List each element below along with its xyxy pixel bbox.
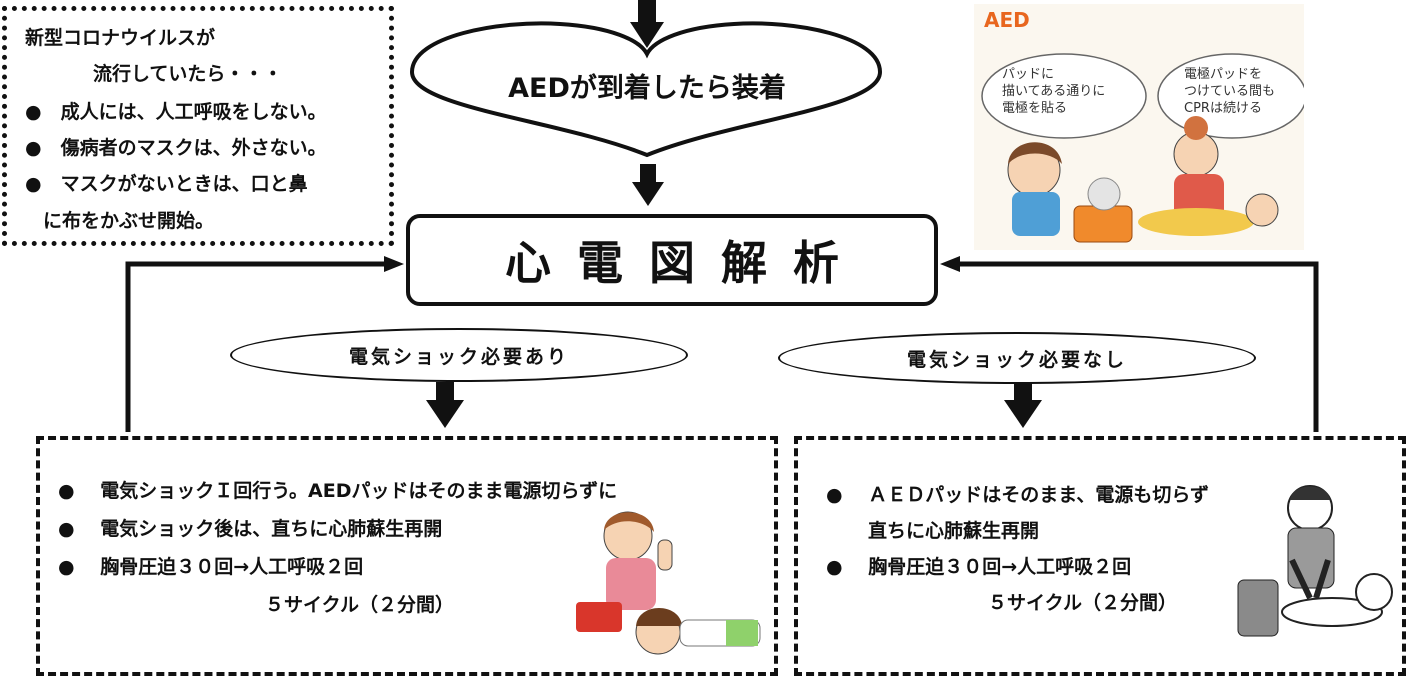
heart-label: AEDが到着したら装着 <box>508 73 786 104</box>
ecg-analysis-label: 心電図解析 <box>505 236 865 290</box>
ecg-analysis-box: 心電図解析 <box>406 214 938 306</box>
shock-arrow-head <box>426 400 464 428</box>
left-loop-arrowhead <box>384 256 404 272</box>
shock-line-2: ● 電気ショック後は、直ちに心肺蘇生再開 <box>58 518 443 540</box>
aed-illustration: AED パッドに 描いてある通りに 電極を貼る 電極パッドを つけている間も C… <box>974 4 1307 250</box>
covid-line-1: 新型コロナウイルスが <box>25 27 216 49</box>
bubble-right-line-3: CPRは続ける <box>1184 101 1262 116</box>
bubble-left-text: パッドに 描いてある通りに 電極を貼る <box>1002 66 1105 117</box>
cpr-illustration <box>1237 485 1393 637</box>
bubble-right-line-2: つけている間も <box>1184 84 1276 99</box>
aed-scene-image <box>974 4 1307 250</box>
noshock-arrow-head <box>1004 400 1042 428</box>
covid-line-5: ● マスクがないときは、口と鼻 <box>25 173 308 195</box>
aed-device <box>1073 205 1133 243</box>
left-loop-line <box>125 261 394 432</box>
girl-body <box>1012 192 1060 236</box>
shock-arrow-shaft <box>436 382 454 402</box>
covid-line-6: に布をかぶせ開始。 <box>43 210 215 232</box>
shock-instructions-box: ● 電気ショックＩ回行う。AEDパッドはそのまま電源切らずに ● 電気ショック後… <box>36 436 778 676</box>
no-shock-line-1: ● ＡＥＤパッドはそのまま、電源も切らず <box>826 484 1210 506</box>
shock-needed-label: 電気ショック必要あり <box>348 345 569 368</box>
bubble-right-line-1: 電極パッドを <box>1184 67 1263 82</box>
no-shock-needed-label: 電気ショック必要なし <box>906 348 1127 371</box>
flow-connectors <box>125 0 1319 432</box>
covid-line-4: ● 傷病者のマスクは、外さない。 <box>25 137 327 159</box>
covid-note-box: 新型コロナウイルスが 流行していたら・・・ ● 成人には、人工呼吸をしない。 ●… <box>2 6 394 246</box>
boy-body <box>1138 208 1254 236</box>
top-arrow-shaft <box>638 0 656 24</box>
covid-line-3: ● 成人には、人工呼吸をしない。 <box>25 101 327 123</box>
noshock-arrow-shaft <box>1014 382 1032 402</box>
no-shock-needed-oval: 電気ショック必要なし <box>778 332 1256 384</box>
right-loop-arrowhead <box>940 256 960 272</box>
no-shock-line-4: ５サイクル（２分間） <box>988 592 1178 614</box>
shock-needed-oval: 電気ショック必要あり <box>230 328 688 382</box>
shock-illustration <box>576 511 761 655</box>
bubble-left-line-3: 電極を貼る <box>1002 101 1068 116</box>
mid-arrow-head <box>632 182 664 206</box>
no-shock-line-3: ● 胸骨圧迫３０回→人工呼吸２回 <box>826 556 1132 578</box>
covid-line-2: 流行していたら・・・ <box>93 63 283 85</box>
heart-shape <box>409 21 883 158</box>
right-loop-line <box>950 261 1319 432</box>
bubble-left-line-1: パッドに <box>1002 67 1055 82</box>
top-arrow-head <box>630 22 664 48</box>
shock-line-3: ● 胸骨圧迫３０回→人工呼吸２回 <box>58 556 364 578</box>
bubble-right-text: 電極パッドを つけている間も CPRは続ける <box>1184 66 1275 117</box>
bubble-left-shape <box>981 53 1147 139</box>
shock-line-1: ● 電気ショックＩ回行う。AEDパッドはそのまま電源切らずに <box>58 480 618 502</box>
bubble-left-line-2: 描いてある通りに <box>1002 84 1106 99</box>
boy-head <box>1245 193 1279 227</box>
mid-arrow-shaft <box>640 164 656 184</box>
no-shock-instructions-box: ● ＡＥＤパッドはそのまま、電源も切らず 直ちに心肺蘇生再開 ● 胸骨圧迫３０回… <box>794 436 1406 676</box>
aed-illustration-title: AED <box>984 8 1030 32</box>
no-shock-line-2: 直ちに心肺蘇生再開 <box>868 520 1040 542</box>
shock-line-4: ５サイクル（２分間） <box>265 594 455 616</box>
